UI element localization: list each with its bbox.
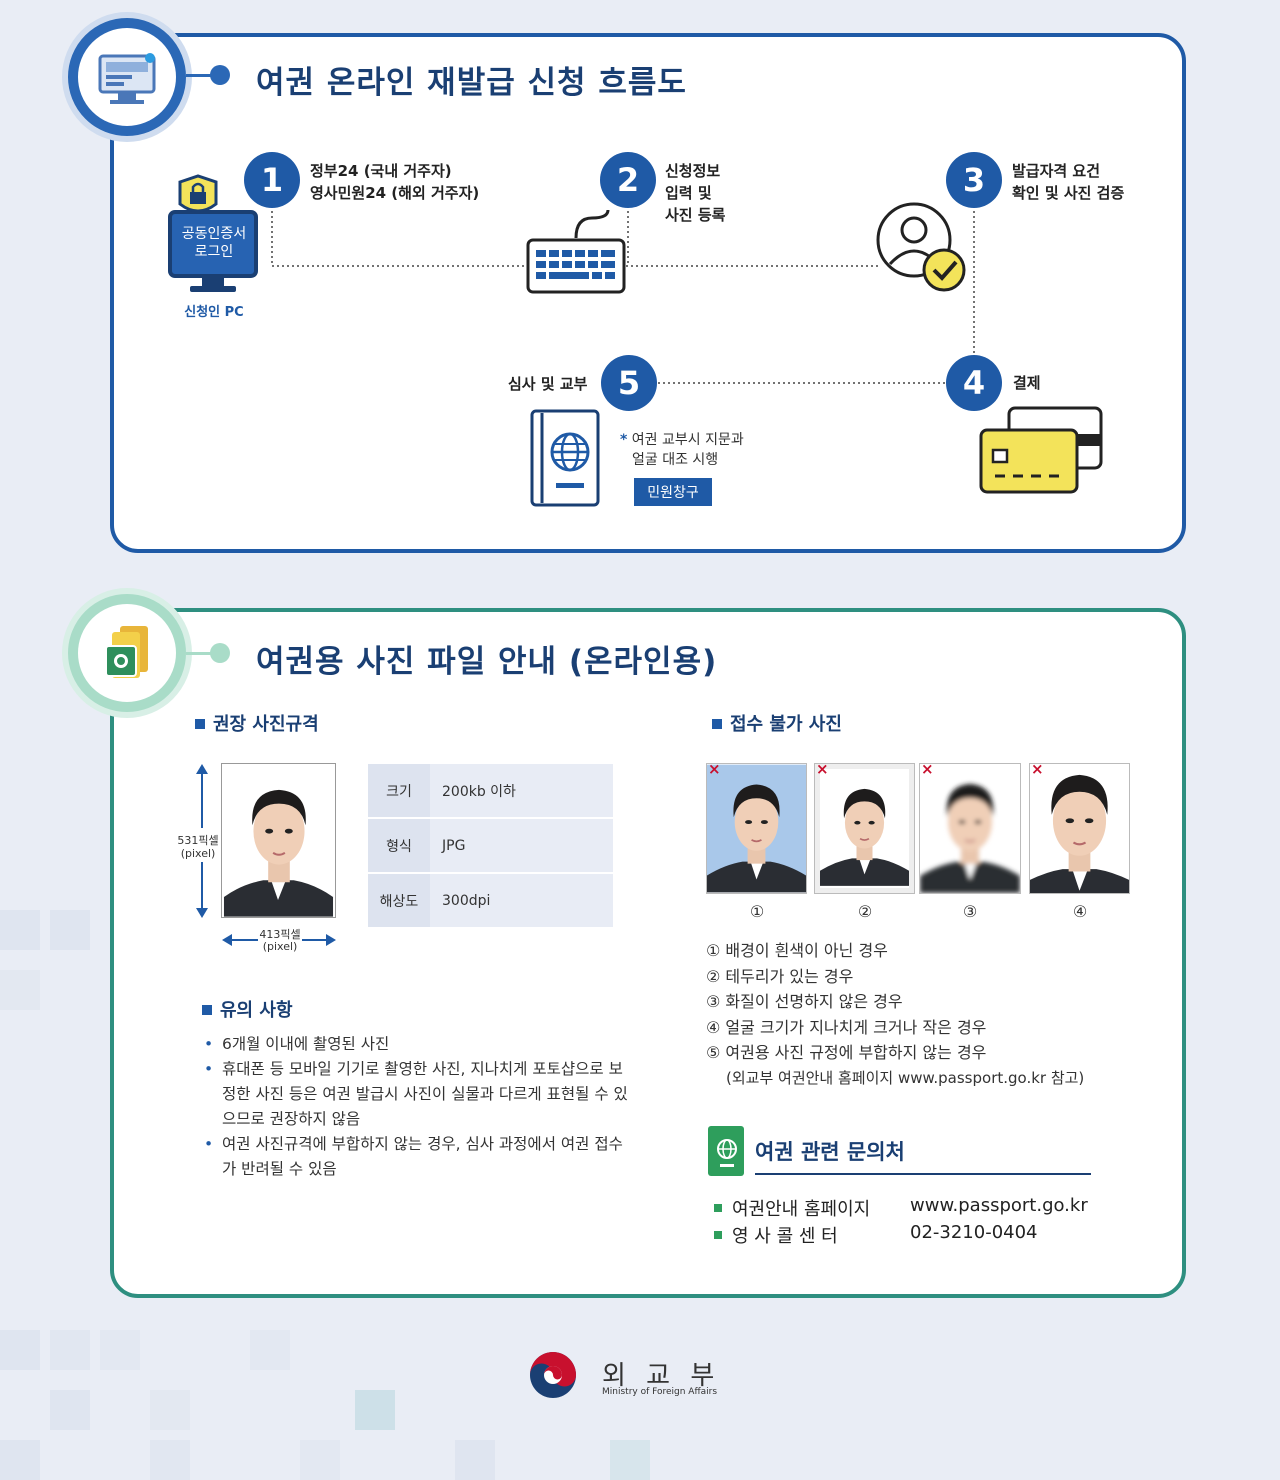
passport-icon <box>530 409 600 507</box>
credit-card-icon <box>979 406 1103 494</box>
step-5-text: 심사 및 교부 <box>508 375 588 393</box>
width-label: 413픽셀 (pixel) <box>259 928 301 953</box>
sample-photo <box>221 763 336 918</box>
note-line-1: 여권 교부시 지문과 <box>631 432 744 448</box>
spec-key: 형식 <box>368 818 430 874</box>
badge-connector-dot <box>210 65 230 85</box>
computer-icon <box>98 53 156 104</box>
rejected-photo-4 <box>1029 763 1130 894</box>
reject-reason: ① 배경이 흰색이 아닌 경우 <box>706 941 888 960</box>
passport-green-icon <box>708 1126 744 1176</box>
reject-reason: ④ 얼굴 크기가 지나치게 크거나 작은 경우 <box>706 1017 987 1037</box>
caution-heading: 유의 사항 <box>202 996 293 1022</box>
contact-row-callcenter: 영 사 콜 센 터 <box>714 1222 838 1248</box>
reject-x-mark: × <box>921 760 934 778</box>
step-3-line-1: 발급자격 요건 <box>1012 162 1101 180</box>
reject-reasons: ① 배경이 흰색이 아닌 경우 ② 테두리가 있는 경우 ③ 화질이 선명하지 … <box>706 938 1084 1091</box>
note-line-2: 얼굴 대조 시행 <box>632 452 719 468</box>
ministry-logo-icon <box>530 1352 576 1398</box>
spec-key: 해상도 <box>368 873 430 929</box>
reject-heading: 접수 불가 사진 <box>712 710 842 736</box>
reject-reason-reference: (외교부 여권안내 홈페이지 www.passport.go.kr 참고) <box>726 1068 1085 1087</box>
login-pc-icon <box>168 174 258 292</box>
badge-connector <box>186 74 216 77</box>
spec-heading: 권장 사진규격 <box>195 710 319 736</box>
step-5-number: 5 <box>601 355 657 411</box>
step-2-text: 신청정보 입력 및 사진 등록 <box>665 160 725 226</box>
list-item: 여권 사진규격에 부합하지 않는 경우, 심사 과정에서 여권 접수가 반려될 … <box>204 1132 634 1182</box>
office-window-button[interactable]: 민원창구 <box>634 478 712 506</box>
spec-value: 200kb 이하 <box>430 764 613 819</box>
pc-login-label: 공동인증서 로그인 <box>181 226 247 260</box>
reject-x-mark: × <box>1031 760 1044 778</box>
width-arrow <box>222 934 336 946</box>
step-1-number: 1 <box>244 152 300 208</box>
step-2-line-3: 사진 등록 <box>665 206 726 224</box>
note-asterisk: * <box>620 432 628 448</box>
step-1-line-2: 영사민원24 (해외 거주자) <box>310 184 480 202</box>
step-2-number: 2 <box>600 152 656 208</box>
rejected-photo-3 <box>919 763 1021 894</box>
rejected-photo-2 <box>814 763 915 894</box>
flow-badge <box>68 18 186 136</box>
flow-title: 여권 온라인 재발급 신청 흐름도 <box>256 65 687 101</box>
spec-value: JPG <box>430 818 613 874</box>
user-verified-icon <box>876 202 966 292</box>
photo-badge <box>68 594 186 712</box>
pc-caption: 신청인 PC <box>184 305 244 320</box>
reject-photo-label: ① <box>749 902 765 921</box>
reject-reason: ② 테두리가 있는 경우 <box>706 966 854 986</box>
contact-heading: 여권 관련 문의처 <box>755 1140 905 1164</box>
reject-photo-label: ② <box>857 902 873 921</box>
ministry-name-en: Ministry of Foreign Affairs <box>602 1387 718 1397</box>
badge-connector-dot-2 <box>210 643 230 663</box>
height-arrow <box>196 764 208 918</box>
reject-x-mark: × <box>816 760 829 778</box>
list-item: 휴대폰 등 모바일 기기로 촬영한 사진, 지나치게 포토샵으로 보정한 사진 … <box>204 1057 634 1132</box>
step-1-text: 정부24 (국내 거주자) 영사민원24 (해외 거주자) <box>310 160 479 204</box>
reject-photo-label: ④ <box>1072 902 1088 921</box>
step-4-text: 결제 <box>1013 374 1041 392</box>
step-2-line-2: 입력 및 <box>665 184 712 202</box>
step-2-line-1: 신청정보 <box>665 162 721 180</box>
caution-list: 6개월 이내에 촬영된 사진 휴대폰 등 모바일 기기로 촬영한 사진, 지나치… <box>204 1032 634 1182</box>
photo-file-icon <box>105 626 148 678</box>
contact-divider <box>755 1173 1091 1175</box>
spec-key: 크기 <box>368 764 430 819</box>
biometric-note: * 여권 교부시 지문과 얼굴 대조 시행 <box>620 430 744 470</box>
contact-phone-number[interactable]: 02-3210-0404 <box>910 1222 1038 1243</box>
badge-connector-2 <box>186 652 216 655</box>
reject-reason: ③ 화질이 선명하지 않은 경우 <box>706 992 903 1011</box>
contact-label: 영 사 콜 센 터 <box>732 1226 838 1247</box>
step-3-text: 발급자격 요건 확인 및 사진 검증 <box>1012 160 1124 204</box>
photo-guide-title: 여권용 사진 파일 안내 (온라인용) <box>256 644 718 680</box>
reject-photo-label: ③ <box>962 902 978 921</box>
reject-x-mark: × <box>708 760 721 778</box>
step-4-number: 4 <box>946 355 1002 411</box>
bullet-square <box>714 1204 722 1212</box>
list-item: 6개월 이내에 촬영된 사진 <box>204 1032 634 1057</box>
rejected-photo-1 <box>706 763 807 894</box>
step-3-line-2: 확인 및 사진 검증 <box>1012 184 1125 202</box>
flow-connector-lines <box>271 206 975 384</box>
bullet-square <box>714 1231 722 1239</box>
contact-homepage-link[interactable]: www.passport.go.kr <box>910 1195 1088 1216</box>
ministry-name-kr: 외 교 부 <box>602 1361 721 1391</box>
contact-label: 여권안내 홈페이지 <box>732 1199 871 1220</box>
keyboard-icon <box>526 209 626 294</box>
spec-value: 300dpi <box>430 873 613 929</box>
step-3-number: 3 <box>946 152 1002 208</box>
contact-row-homepage: 여권안내 홈페이지 <box>714 1195 870 1221</box>
height-label: 531픽셀 (pixel) <box>177 834 219 860</box>
reject-reason: ⑤ 여권용 사진 규정에 부합하지 않는 경우 <box>706 1043 987 1062</box>
step-1-line-1: 정부24 (국내 거주자) <box>310 162 452 180</box>
